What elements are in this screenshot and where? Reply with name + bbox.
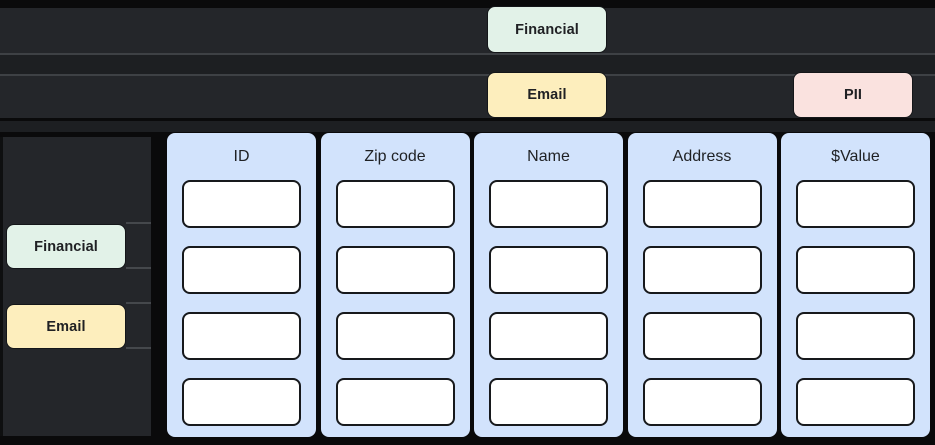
email-tag[interactable]: Email [487, 72, 607, 118]
table-cell [335, 378, 455, 426]
email-tag[interactable]: Email [6, 304, 126, 349]
table-cell [182, 312, 301, 360]
table-cell [642, 378, 762, 426]
table-cell [489, 180, 608, 228]
table-cell [335, 180, 455, 228]
column-header: $Value [831, 147, 880, 165]
column-name: Name [474, 133, 623, 437]
column-cells [796, 180, 915, 426]
column-header: ID [233, 147, 250, 165]
table-cell [489, 378, 608, 426]
table-cell [642, 312, 762, 360]
row-separator [0, 74, 935, 76]
side-panel [0, 137, 151, 436]
data-row-3-partial [0, 121, 935, 132]
data-row-2 [0, 76, 935, 118]
column-cells [182, 180, 301, 426]
table-cell [335, 246, 455, 294]
table-cell [796, 246, 915, 294]
table-cell [335, 312, 455, 360]
financial-tag[interactable]: Financial [487, 6, 607, 53]
column-header: Address [672, 147, 732, 165]
pii-tag[interactable]: PII [793, 72, 913, 118]
column-zip-code: Zip code [320, 133, 470, 437]
table-cell [182, 180, 301, 228]
column-value: $Value [781, 133, 930, 437]
row-edge-line [126, 347, 151, 349]
table-cell [796, 378, 915, 426]
column-header: Name [527, 147, 570, 165]
row-edge-line [126, 222, 151, 224]
data-table: ID Zip code Name Address $Value [167, 133, 930, 437]
table-cell [489, 312, 608, 360]
table-cell [796, 180, 915, 228]
column-header: Zip code [364, 147, 426, 165]
data-row-gap [0, 55, 935, 74]
column-cells [642, 180, 762, 426]
table-cell [796, 312, 915, 360]
table-cell [642, 180, 762, 228]
row-edge-line [126, 267, 151, 269]
data-row-1 [0, 8, 935, 53]
table-cell [182, 246, 301, 294]
column-address: Address [627, 133, 777, 437]
table-cell [642, 246, 762, 294]
row-edge-line [126, 302, 151, 304]
column-cells [335, 180, 455, 426]
table-cell [182, 378, 301, 426]
row-separator [0, 53, 935, 55]
column-id: ID [167, 133, 316, 437]
column-cells [489, 180, 608, 426]
table-cell [489, 246, 608, 294]
financial-tag[interactable]: Financial [6, 224, 126, 269]
